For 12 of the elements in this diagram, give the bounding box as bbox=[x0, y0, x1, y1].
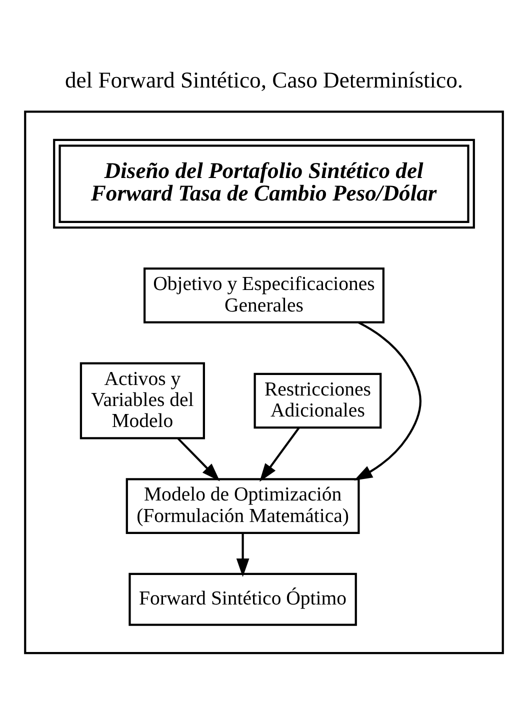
node-box: Objetivo y Especificaciones Generales bbox=[144, 267, 384, 323]
node-box: Activos y Variables del Modelo bbox=[80, 362, 205, 439]
node-box: Restricciones Adicionales bbox=[254, 372, 382, 428]
arrow bbox=[354, 321, 422, 480]
node-box: Diseño del Portafolio Sintético del Forward Tasa de Cambio Peso/Dólar bbox=[53, 138, 475, 228]
cluster bbox=[24, 110, 504, 654]
arrow bbox=[236, 532, 250, 576]
node-box: Modelo de Optimización (Formulación Matemática) bbox=[126, 478, 360, 534]
arrow bbox=[177, 437, 220, 481]
node-box: Forward Sintético Óptimo bbox=[128, 572, 357, 626]
diagram-title: del Forward Sintético, Caso Determinístico. bbox=[64, 66, 464, 92]
arrow bbox=[260, 426, 300, 482]
